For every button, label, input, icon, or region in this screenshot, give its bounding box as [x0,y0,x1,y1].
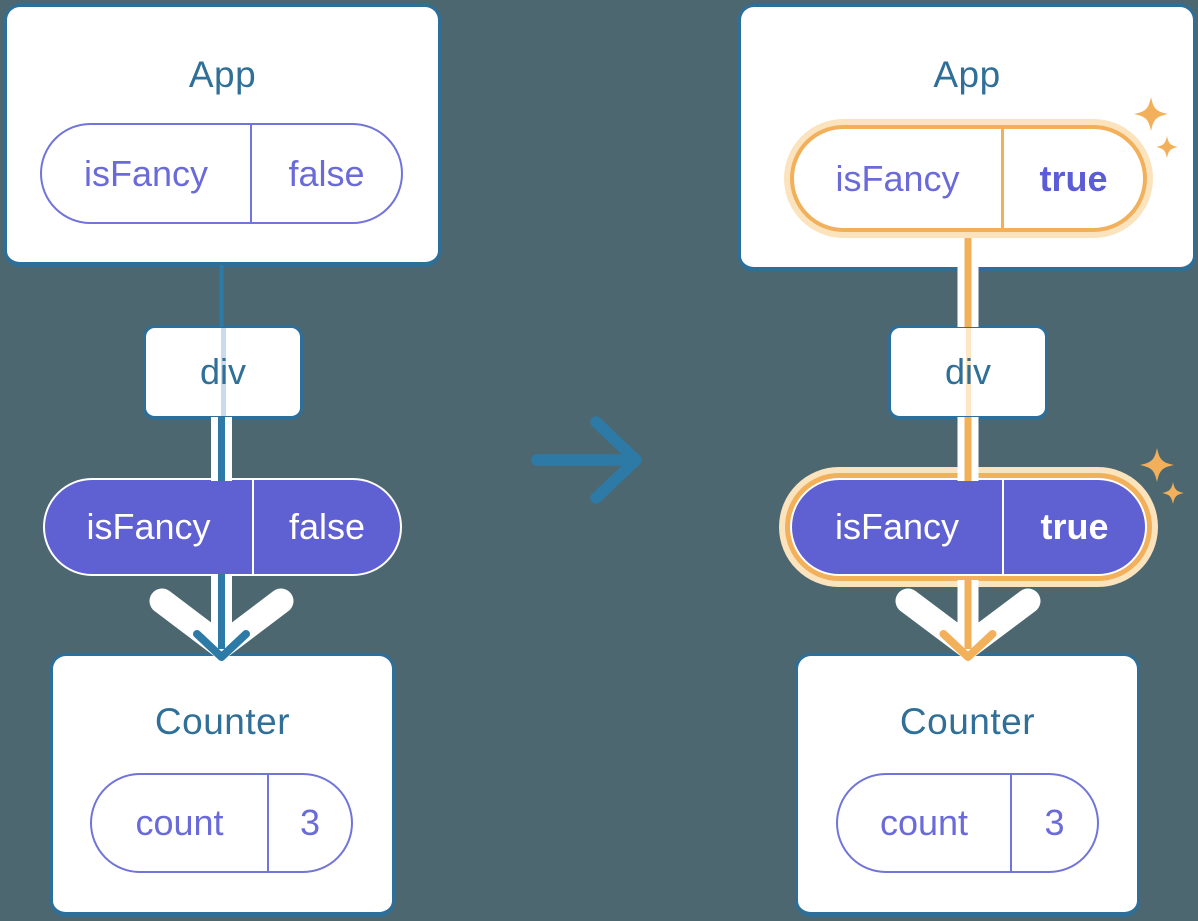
after-app-title: App [933,54,1001,95]
prop-value: true [1002,480,1145,574]
after-div-pill-pipe [957,417,979,481]
div-node-label: div [199,351,247,392]
before-counter-state-pill: count 3 [90,773,353,873]
prop-value: false [250,125,401,222]
after-div-node: div [888,325,1048,420]
pill-sparkles [1140,448,1184,504]
prop-value: false [252,480,400,574]
before-div-pill-pipe [211,417,232,481]
after-counter-state-pill: count 3 [836,773,1099,873]
prop-name: isFancy [86,506,211,547]
after-passed-prop-pill-highlighted: isFancy true [790,478,1147,576]
state-value: 3 [1010,775,1097,871]
prop-name: isFancy [83,152,209,194]
before-div-node: div [143,325,303,420]
prop-name: isFancy [834,506,960,547]
div-node-label: div [944,351,992,392]
before-pill-counter-arrow [149,574,294,661]
sparkle-icon [1162,482,1184,504]
down-chevron-icon [895,588,1041,659]
before-counter-title: Counter [154,701,291,742]
prop-value: true [1001,129,1143,228]
after-pill-counter-arrow [895,580,1041,661]
prop-name: isFancy [835,157,960,199]
after-app-prop-pill-highlighted: isFancy true [790,125,1147,232]
before-passed-prop-pill: isFancy false [43,478,402,576]
state-name: count [135,802,224,843]
after-counter-title: Counter [899,701,1036,742]
before-app-title: App [188,54,257,95]
state-name: count [879,802,969,843]
sparkle-icon [1140,448,1174,482]
flow-thread [965,328,971,416]
state-value: 3 [267,775,351,871]
flow-thread [220,328,226,416]
down-chevron-icon [149,588,294,659]
arrow-head [590,416,642,504]
before-app-prop-pill: isFancy false [40,123,403,224]
transition-right-arrow-icon [531,416,642,504]
